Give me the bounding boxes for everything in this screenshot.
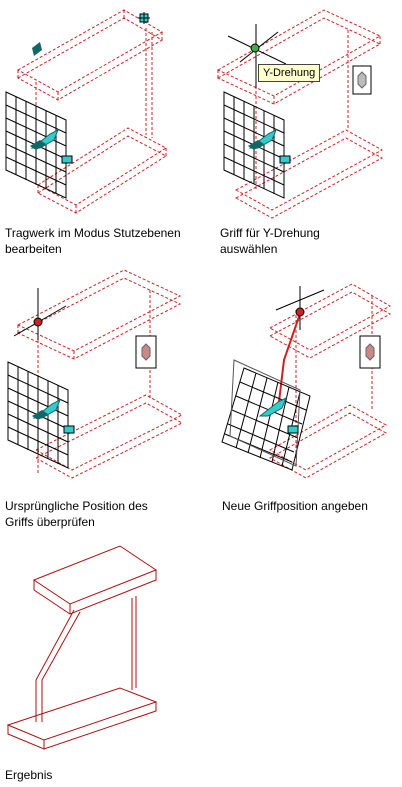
panel-specify-new-position: Neue Griffposition angeben — [200, 270, 402, 530]
hexagon-grip-icon — [141, 343, 151, 361]
panel-result: Ergebnis — [0, 540, 200, 787]
rotate-grip-icon — [32, 42, 42, 56]
beam-diagram-4 — [221, 283, 392, 479]
hexagon-grip-icon — [357, 71, 367, 89]
move-grip-icon — [138, 12, 150, 24]
caption-edit-mode: Tragwerk im Modus Stutzebenen bearbeiten — [5, 226, 181, 256]
square-grip-icon — [63, 425, 75, 434]
plane-grip-icon — [32, 410, 48, 420]
beam-diagram-result — [6, 545, 158, 750]
panel-edit-mode: Tragwerk im Modus Stutzebenen bearbeiten — [0, 0, 200, 260]
plane-grip-icon — [30, 140, 46, 150]
y-rotation-tooltip: Y-Drehung — [258, 64, 321, 82]
plane-grip-icon — [248, 140, 264, 150]
hexagon-grip-icon — [365, 343, 375, 361]
arrow-grip-icon — [258, 396, 287, 417]
square-grip-icon — [279, 155, 291, 164]
square-grip-icon — [287, 425, 299, 434]
panel-select-y-rotation: Y-Drehung Griff für Y-Drehung auswählen — [200, 0, 402, 260]
caption-select-y-rotation: Griff für Y-Drehung auswählen — [220, 226, 320, 256]
y-rotation-grip-icon — [33, 317, 43, 327]
square-grip-icon — [61, 155, 73, 164]
y-rotation-grip-icon — [295, 307, 305, 317]
beam-diagram-3 — [7, 269, 184, 479]
beam-diagram-1 — [5, 9, 167, 214]
beam-diagram-2 — [216, 9, 384, 219]
panel-check-original-position: Ursprüngliche Position des Griffs überpr… — [0, 269, 200, 530]
y-rotation-grip-icon — [250, 43, 260, 53]
caption-check-original-position: Ursprüngliche Position des Griffs überpr… — [5, 499, 148, 529]
caption-specify-new-position: Neue Griffposition angeben — [222, 499, 368, 513]
caption-result: Ergebnis — [5, 768, 53, 782]
